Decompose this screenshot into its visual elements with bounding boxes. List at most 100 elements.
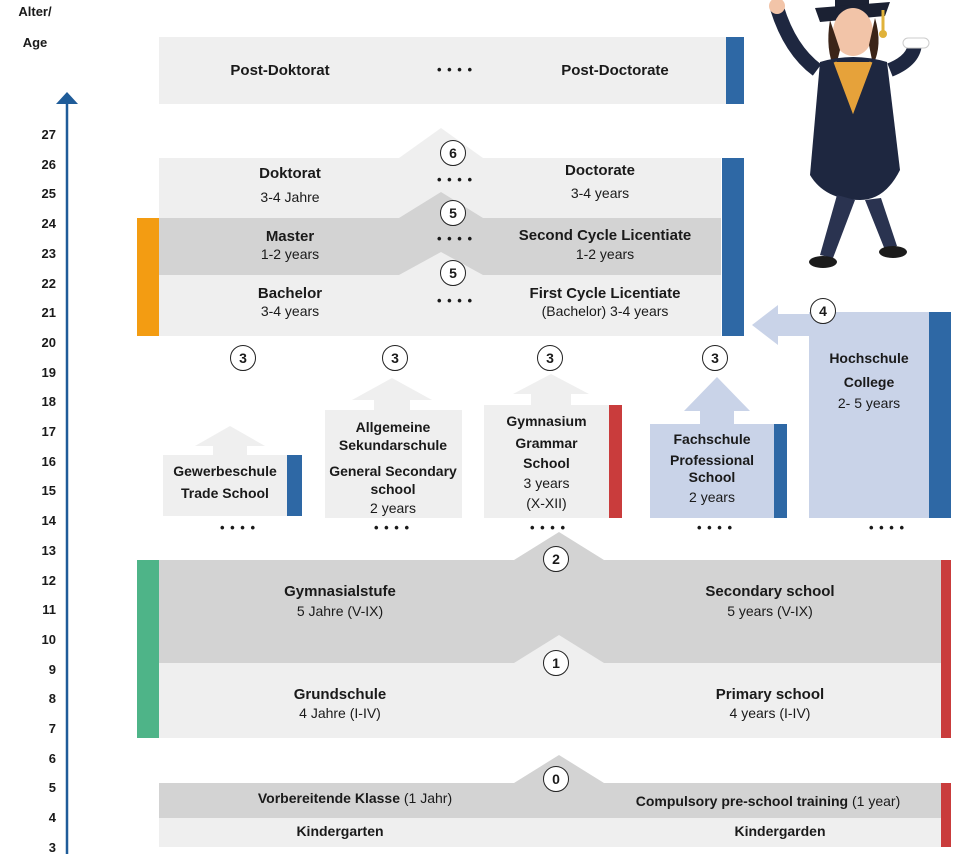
gymnasium-block <box>484 405 609 518</box>
fachschule-dots: • • • • <box>696 520 734 535</box>
y-axis-tick: 23 <box>41 245 56 261</box>
trade-dots: • • • • <box>219 520 257 535</box>
hochschule-bar <box>929 312 951 518</box>
y-axis-tick: 19 <box>41 364 56 380</box>
step-1-badge: 1 <box>543 650 569 676</box>
gymnasium-line3: School <box>523 455 570 471</box>
y-axis-tick: 21 <box>41 305 56 321</box>
y-axis-tick: 14 <box>41 513 56 529</box>
secondary-de-duration: 5 Jahre (V-IX) <box>296 603 384 619</box>
master-de-title: Master <box>265 228 315 245</box>
y-axis-tick: 7 <box>48 721 56 736</box>
fachschule-line2: Professional <box>669 452 755 468</box>
preschool-de-duration: (1 Jahr) <box>403 790 453 806</box>
preschool-en-duration: (1 year) <box>852 793 901 809</box>
master-bachelor-bar <box>137 218 159 336</box>
step-5-bachelor-badge: 5 <box>440 260 466 286</box>
fachschule-line1: Fachschule <box>673 431 751 447</box>
step-3-badge-trade: 3 <box>230 345 256 371</box>
y-axis-tick: 24 <box>41 216 56 232</box>
preschool-de-row: Vorbereitende Klasse (1 Jahr) <box>190 790 520 806</box>
step-2-badge: 2 <box>543 546 569 572</box>
step-3-badge-general: 3 <box>382 345 408 371</box>
gymnasium-arrow-icon <box>513 374 589 406</box>
general-line2: Sekundarschule <box>338 437 448 453</box>
kindergarten-de: Kindergarten <box>296 823 384 839</box>
master-de-duration: 1-2 years <box>260 246 320 262</box>
general-duration: 2 years <box>370 500 416 516</box>
y-axis-tick: 20 <box>41 334 56 350</box>
secondary-en-duration: 5 years (V-IX) <box>727 603 813 619</box>
hochschule-block <box>809 312 929 518</box>
y-axis-tick: 10 <box>41 631 56 647</box>
y-axis-tick: 5 <box>48 780 56 796</box>
gymnasium-line2: Grammar <box>515 435 578 451</box>
postdoc-bar <box>726 37 744 104</box>
y-axis-tick: 25 <box>41 186 56 202</box>
preschool-en-title: Compulsory pre-school training <box>635 793 849 809</box>
y-axis-tick: 22 <box>41 275 56 291</box>
step-0-badge: 0 <box>543 766 569 792</box>
trade-arrow-icon <box>195 426 265 458</box>
gymnasium-dots: • • • • <box>529 520 567 535</box>
school-bar <box>137 560 159 738</box>
gymnasium-line1: Gymnasium <box>506 413 587 429</box>
doctorate-de-duration: 3-4 Jahre <box>260 189 320 205</box>
master-en-title: Second Cycle Licentiate <box>518 227 692 244</box>
postdoc-dots: • • • • <box>436 62 474 77</box>
doctorate-dots: • • • • <box>436 172 474 187</box>
bachelor-de-title: Bachelor <box>257 285 323 302</box>
y-axis-tick: 12 <box>41 572 56 588</box>
trade-school-bar <box>287 455 302 516</box>
gymnasium-bar <box>609 405 622 518</box>
y-axis-tick: 6 <box>48 750 56 766</box>
trade-school-de: Gewerbeschule <box>173 463 277 479</box>
doctorate-en-duration: 3-4 years <box>570 185 630 201</box>
school-red-bar <box>941 560 951 738</box>
gymnasium-grades: (X-XII) <box>526 495 567 511</box>
y-axis-tick: 3 <box>48 839 56 855</box>
step-3-badge-fachschule: 3 <box>702 345 728 371</box>
hochschule-line1: Hochschule <box>829 350 909 366</box>
step-3-badge-gymnasium: 3 <box>537 345 563 371</box>
hochschule-dots: • • • • <box>868 520 906 535</box>
y-axis-title-line2: Age <box>22 35 48 50</box>
general-line3: General Secondary <box>329 463 457 479</box>
kindergarten-en: Kindergarden <box>734 823 826 839</box>
master-dots: • • • • <box>436 231 474 246</box>
secondary-de-title: Gymnasialstufe <box>284 583 396 600</box>
y-axis-tick: 8 <box>48 691 56 707</box>
y-axis-tick: 4 <box>48 810 56 826</box>
preschool-red-bar <box>941 783 951 847</box>
postdoc-en-label: Post-Doctorate <box>561 62 669 79</box>
general-secondary-block <box>325 410 462 518</box>
postdoc-block <box>159 37 726 104</box>
primary-en-duration: 4 years (I-IV) <box>729 705 811 721</box>
step-5-master-badge: 5 <box>440 200 466 226</box>
primary-en-title: Primary school <box>715 686 825 703</box>
y-axis-title: Alter/ <box>18 4 52 19</box>
doctorate-de-title: Doktorat <box>259 165 321 182</box>
fachschule-line3: School <box>688 469 736 485</box>
university-bar <box>722 158 744 336</box>
secondary-en-title: Secondary school <box>705 583 835 600</box>
postdoc-de-label: Post-Doktorat <box>230 62 330 79</box>
university-shapes <box>159 128 721 336</box>
preschool-de-title: Vorbereitende Klasse <box>257 790 400 806</box>
step-4-badge: 4 <box>810 298 836 324</box>
trade-school-en: Trade School <box>181 485 269 501</box>
step-6-badge: 6 <box>440 140 466 166</box>
bachelor-dots: • • • • <box>436 293 474 308</box>
fachschule-bar <box>774 424 787 518</box>
general-line4: school <box>370 481 416 497</box>
y-axis-tick: 26 <box>41 156 56 172</box>
graduate-illustration <box>769 0 930 268</box>
general-dots: • • • • <box>373 520 411 535</box>
doctorate-en-title: Doctorate <box>564 162 635 179</box>
bachelor-en-duration: (Bachelor) 3-4 years <box>541 303 669 319</box>
fachschule-duration: 2 years <box>689 489 735 505</box>
y-axis-tick: 13 <box>41 542 56 558</box>
y-axis-tick: 11 <box>42 602 56 618</box>
hochschule-arrow-icon <box>752 305 812 345</box>
primary-de-title: Grundschule <box>293 686 387 703</box>
